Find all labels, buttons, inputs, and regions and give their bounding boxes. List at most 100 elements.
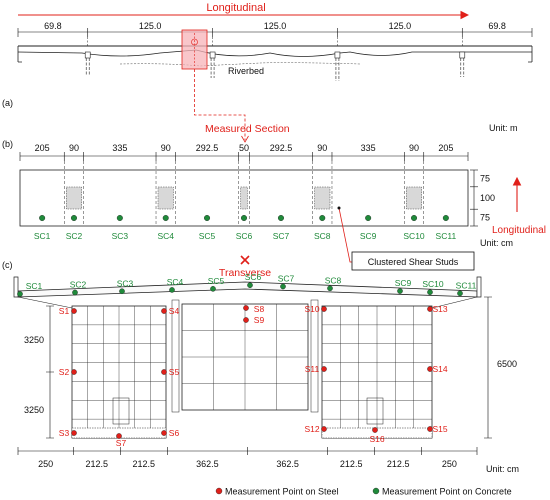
panel-b-label: (b)	[2, 139, 13, 149]
pier-cap	[334, 51, 341, 59]
concrete-point	[327, 285, 333, 292]
section-label: SC7	[273, 231, 290, 241]
steel-point	[427, 426, 433, 432]
legend-steel-icon	[215, 487, 223, 495]
panel-a-label: (a)	[2, 98, 13, 108]
steel-point-label: S14	[432, 364, 447, 374]
steel-point	[161, 430, 167, 436]
bottom-label: 362.5	[196, 459, 219, 469]
section-label: SC5	[199, 231, 216, 241]
riverbed-line	[119, 62, 361, 67]
spacing-label: 90	[409, 143, 419, 153]
steel-point-label: S12	[304, 424, 319, 434]
spacing-ticks	[19, 152, 469, 161]
section-point	[116, 214, 123, 221]
steel-point	[372, 427, 378, 433]
steel-point-label: S4	[169, 306, 180, 316]
spacing-label: 90	[161, 143, 171, 153]
steel-point-label: S2	[59, 367, 70, 377]
studs-callout-label: Clustered Shear Studs	[368, 257, 459, 267]
concrete-point	[397, 288, 403, 294]
span-label: 69.8	[44, 21, 62, 31]
width-label: 75	[480, 213, 490, 223]
steel-point-label: S5	[169, 367, 180, 377]
steel-point-label: S13	[432, 304, 447, 314]
concrete-point	[457, 290, 463, 297]
pier-column	[335, 58, 340, 81]
width-label: 100	[480, 193, 495, 203]
concrete-point-label: SC4	[167, 277, 184, 287]
right-dim: 6500	[497, 359, 517, 369]
width-label: 75	[480, 173, 490, 183]
bottom-label: 212.5	[86, 459, 109, 469]
concrete-point	[17, 291, 23, 297]
section-point	[39, 214, 46, 221]
shear-stud-patch	[314, 186, 331, 210]
concrete-point-label: SC1	[26, 281, 43, 291]
concrete-point-label: SC2	[70, 279, 87, 289]
section-point	[162, 214, 169, 221]
stiffener-column-left	[171, 299, 180, 413]
steel-point	[427, 366, 433, 372]
plan-longitudinal-label: Longitudinal	[492, 225, 546, 236]
spacing-label: 292.5	[196, 143, 219, 153]
width-dimensions: 75 100 75	[470, 169, 495, 227]
measured-section-arrowhead	[241, 135, 249, 143]
concrete-point	[210, 286, 216, 292]
steel-point	[427, 306, 433, 312]
steel-point-label: S11	[305, 364, 320, 374]
left-dim-top: 3250	[24, 335, 44, 345]
studs-leader	[338, 207, 352, 263]
legend-concrete-icon	[372, 487, 380, 495]
panel-c-unit: Unit: cm	[486, 464, 519, 474]
section-label: SC2	[66, 231, 83, 241]
concrete-point-label: SC8	[325, 275, 342, 285]
section-label: SC3	[112, 231, 129, 241]
steel-point	[161, 308, 167, 314]
section-point	[319, 214, 326, 221]
steel-point	[71, 308, 77, 314]
section-label: SC11	[436, 231, 457, 241]
shear-stud-patch	[240, 186, 248, 210]
steel-point-label: S9	[254, 315, 265, 325]
section-label: SC6	[236, 231, 253, 241]
studs-callout-box	[351, 251, 475, 271]
bottom-label: 362.5	[276, 459, 299, 469]
section-point	[411, 214, 418, 221]
span-label: 125.0	[139, 21, 162, 31]
concrete-point-label: SC11	[456, 280, 477, 290]
section-label: SC4	[157, 231, 174, 241]
spacing-label: 205	[35, 143, 50, 153]
spacing-label: 205	[438, 143, 453, 153]
shear-stud-patch	[157, 186, 174, 210]
cantilever-soffits	[17, 296, 478, 309]
transverse-label: Transverse	[219, 267, 271, 279]
abutments	[17, 46, 533, 63]
stud-patches	[66, 186, 422, 210]
steel-point	[321, 426, 327, 432]
steel-point-label: S6	[169, 428, 180, 438]
concrete-point	[169, 287, 175, 293]
bottom-label: 212.5	[387, 459, 410, 469]
steel-point	[161, 369, 167, 375]
section-label: SC10	[403, 231, 425, 241]
concrete-point-label: SC3	[117, 278, 134, 288]
pier-column	[460, 58, 465, 77]
girder-soffit	[17, 49, 532, 57]
right-height-ticks	[484, 296, 492, 439]
steel-point	[71, 430, 77, 436]
steel-point-label: S15	[432, 424, 447, 434]
pier-cap	[84, 51, 91, 59]
spacing-label: 335	[112, 143, 127, 153]
span-ticks	[17, 28, 533, 46]
longitudinal-label: Longitudinal	[206, 2, 265, 14]
span-label: 125.0	[264, 21, 287, 31]
bottom-label: 250	[442, 459, 457, 469]
section-label: SC1	[34, 231, 51, 241]
pier-column	[210, 58, 215, 78]
